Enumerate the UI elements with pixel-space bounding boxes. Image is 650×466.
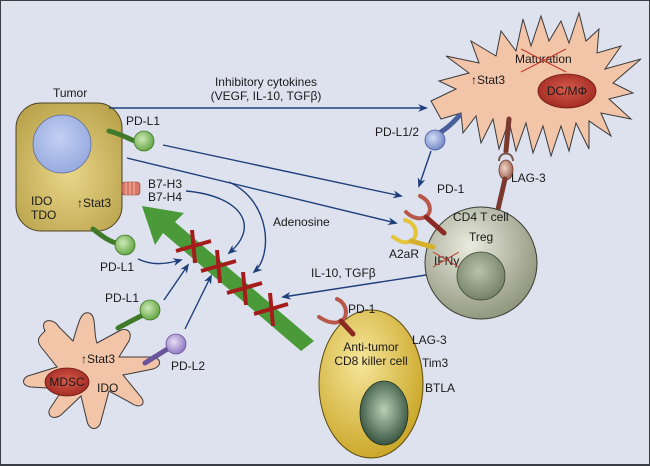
blocked-crosses — [175, 229, 289, 327]
cd4-t-cell: CD4 T cell Treg IFNγ — [424, 206, 538, 320]
tumor-cell: Tumor IDO TDO ↑Stat3 — [15, 86, 123, 232]
mdsc-pdl2-label: PD-L2 — [171, 359, 205, 373]
cd8-label-line1: Anti-tumor — [343, 340, 398, 354]
block-cross-4 — [253, 292, 289, 327]
dc-nucleus — [537, 73, 597, 109]
dc-lag3: LAG-3 — [490, 116, 546, 234]
mdsc-cell-body — [23, 312, 160, 429]
b7-molecule: B7-H3 B7-H4 — [121, 177, 182, 204]
arrow-mdsc-pdl1-to-block — [163, 263, 190, 301]
tumor-pdl1-top: PD-L1 — [106, 114, 160, 152]
arrow-tumor-pdl1-to-block — [137, 258, 183, 266]
dc-pdl12: PD-L1/2 — [375, 113, 462, 151]
tumor-stat3-label: ↑Stat3 — [77, 196, 111, 210]
block-cross-2 — [200, 249, 237, 284]
mdsc-stat3-label: ↑Stat3 — [81, 352, 115, 366]
inhibitory-cytokines-label-2: (VEGF, IL-10, TGFβ) — [211, 89, 322, 103]
arrow-treg-cytokines-to-block — [281, 274, 427, 300]
mdsc-pdl2: PD-L2 — [142, 333, 205, 373]
cd8-pd1: PD-1 — [317, 297, 376, 337]
treg-cytokines-label: IL-10, TGFβ — [311, 266, 376, 280]
tumor-marker-tdo: TDO — [31, 208, 56, 222]
arrow-pdl1-to-pd1 — [162, 144, 403, 199]
a2ar-receptor: A2aR — [389, 218, 436, 261]
mdsc-cell: MDSC ↑Stat3 IDO — [23, 312, 160, 429]
a2ar-label: A2aR — [389, 247, 419, 261]
cd8-marker-lag3: LAG-3 — [412, 333, 447, 347]
arrow-tumor-to-a2ar — [126, 157, 398, 225]
tumor-nucleus — [32, 114, 92, 174]
mdsc-pdl1-label: PD-L1 — [105, 291, 139, 305]
cd4-label: CD4 T cell — [453, 210, 509, 224]
dc-cell-body — [430, 11, 642, 158]
tumor-marker-ido: IDO — [31, 194, 52, 208]
cd4-pd1-label: PD-1 — [437, 182, 465, 196]
ifng-blocked-cross — [432, 251, 460, 268]
mdsc-nucleus-label: MDSC — [49, 375, 85, 389]
cd8-pd1-label: PD-1 — [348, 302, 376, 316]
treg-label: Treg — [469, 230, 493, 244]
dc-nucleus-label: DC/MΦ — [547, 84, 587, 98]
tumor-label: Tumor — [53, 86, 87, 100]
dc-maturation-label: Maturation — [515, 52, 572, 66]
arrow-dc-pdl12-to-pd1 — [417, 150, 432, 188]
cd4-nucleus — [456, 251, 506, 301]
b7h4-label: B7-H4 — [148, 190, 182, 204]
cd8-marker-btla: BTLA — [425, 381, 455, 395]
adenosine-label: Adenosine — [273, 215, 330, 229]
mdsc-pdl1: PD-L1 — [105, 291, 161, 331]
cd8-marker-tim3: Tim3 — [422, 356, 449, 370]
tumor-pdl1-bottom-label: PD-L1 — [100, 260, 134, 274]
dc-stat3-label: ↑Stat3 — [471, 73, 505, 87]
arrow-b7-to-block — [185, 190, 245, 255]
mdsc-ido-label: IDO — [97, 381, 118, 395]
dc-lag3-label: LAG-3 — [511, 171, 546, 185]
ifng-label: IFNγ — [434, 254, 459, 268]
arrow-mdsc-pdl2-to-block — [184, 274, 212, 330]
mdsc-nucleus — [44, 367, 90, 397]
pathway-arrows — [109, 104, 521, 330]
b7h3-label: B7-H3 — [148, 177, 182, 191]
dc-macrophage-cell: ↑Stat3 Maturation DC/MΦ — [430, 11, 642, 158]
tumor-pdl1-bottom: PD-L1 — [90, 226, 136, 274]
dc-pdl12-label: PD-L1/2 — [375, 125, 419, 139]
arrow-adenosine-to-block — [228, 181, 267, 274]
cd8-killer-cell: Anti-tumor CD8 killer cell LAG-3 Tim3 BT… — [318, 309, 455, 459]
block-cross-1 — [175, 229, 212, 264]
block-cross-3 — [226, 271, 263, 306]
inhibitory-cytokines-label-1: Inhibitory cytokines — [215, 75, 317, 89]
cd8-label-line2: CD8 killer cell — [334, 354, 407, 368]
maturation-blocked-cross — [520, 48, 567, 73]
cd8-nucleus — [359, 380, 409, 446]
tumor-pdl1-top-label: PD-L1 — [126, 114, 160, 128]
cd4-pd1: PD-1 — [404, 182, 465, 236]
